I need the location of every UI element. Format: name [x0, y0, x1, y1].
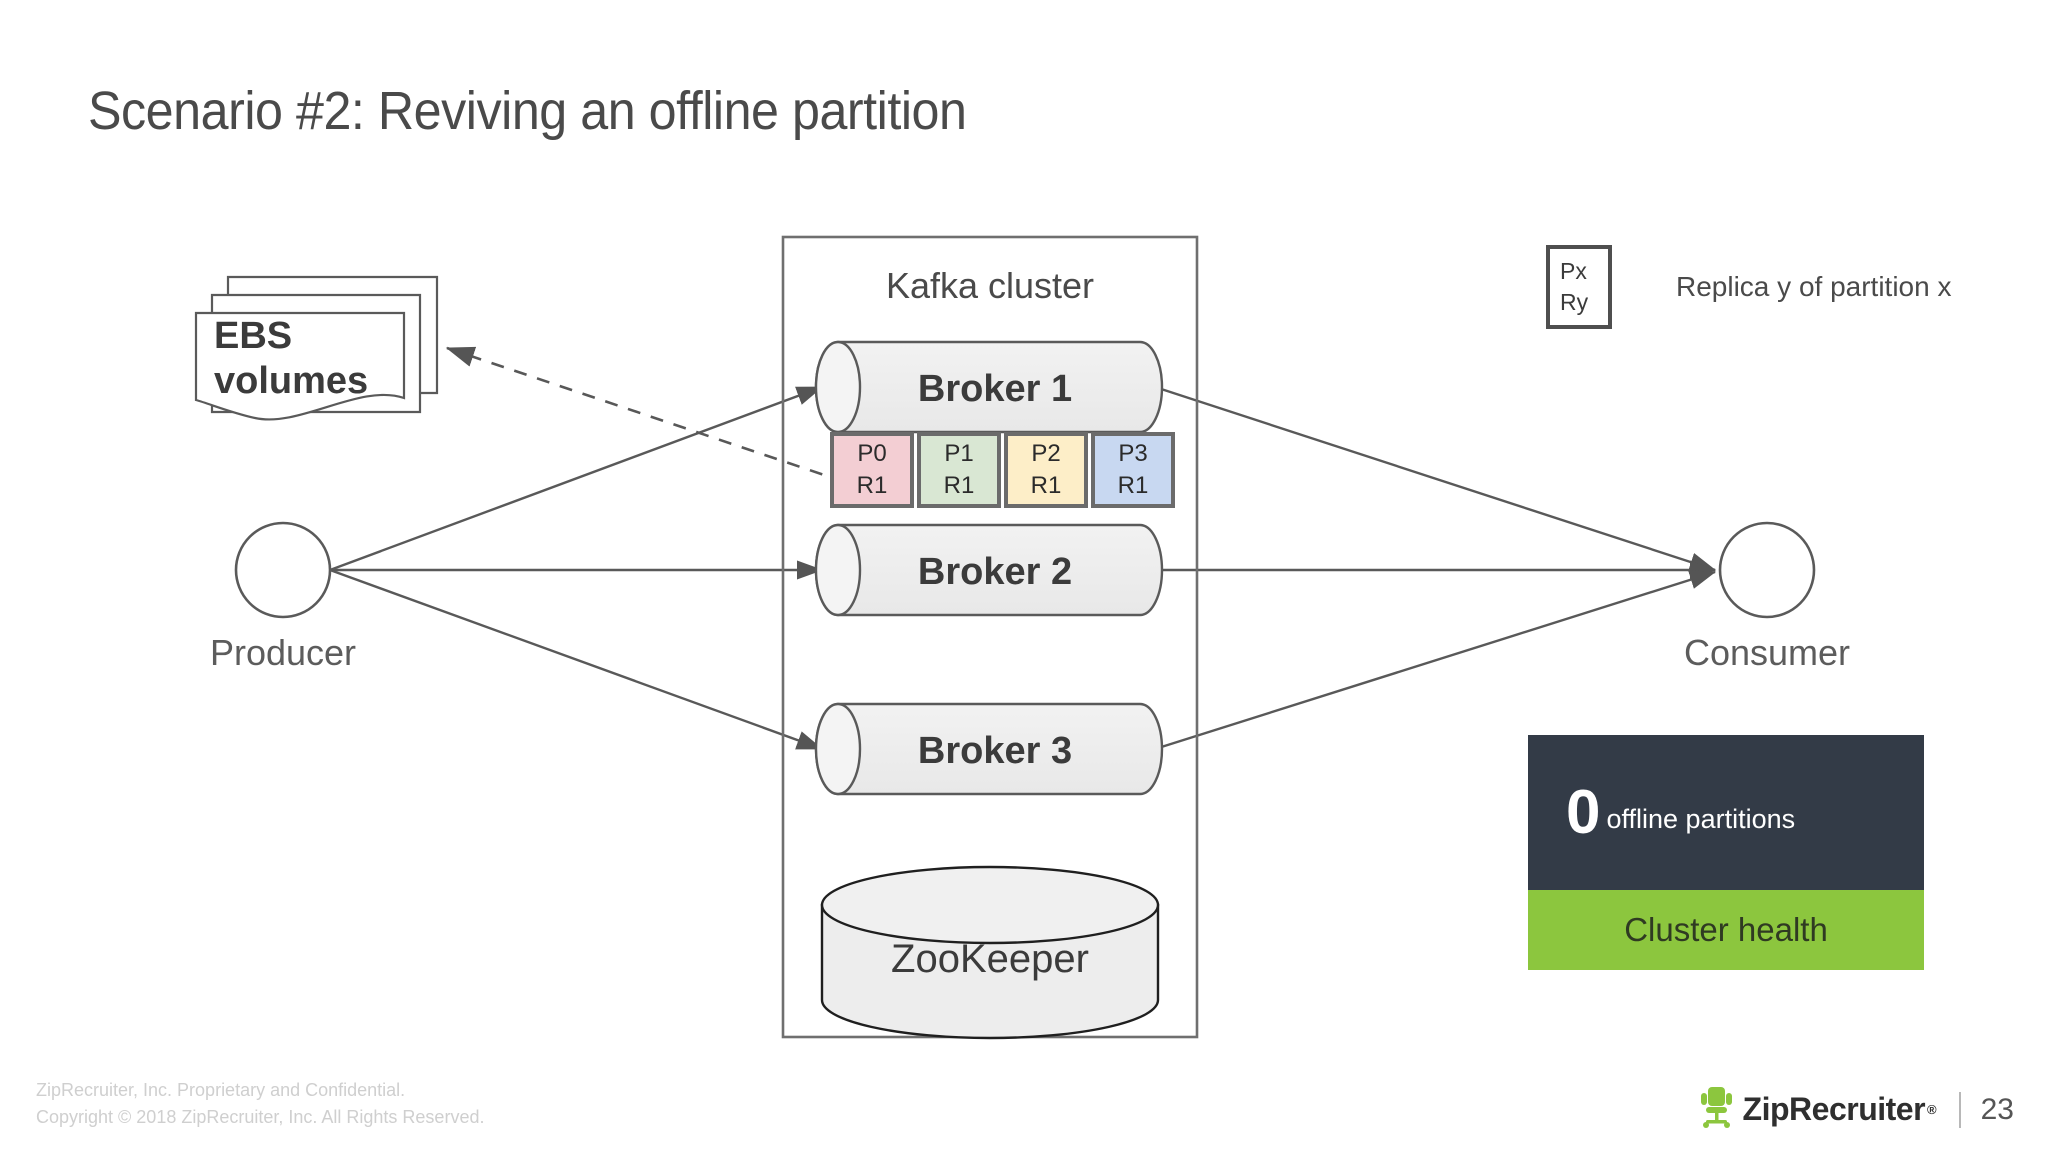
broker-1[interactable]: Broker 1	[814, 340, 1164, 434]
cluster-health-status-band: Cluster health	[1528, 890, 1924, 970]
partition-box-p2-partition: P2	[1031, 440, 1060, 467]
ziprecruiter-wordmark: ZipRecruiter	[1742, 1091, 1926, 1127]
zookeeper-label: ZooKeeper	[891, 937, 1089, 981]
ebs-label-line1: EBS	[214, 315, 292, 357]
connector-producer-to-broker1	[329, 385, 824, 572]
legend-swatch-box: Px Ry	[1546, 245, 1612, 329]
producer-label: Producer	[210, 632, 356, 673]
broker-1-label: Broker 1	[918, 368, 1072, 410]
broker-3[interactable]: Broker 3	[814, 702, 1164, 796]
partition-box-p1[interactable]: P1 R1	[917, 432, 1001, 508]
connector-broker3-to-consumer	[1154, 570, 1717, 751]
brand-divider	[1958, 1091, 1961, 1128]
partition-box-p2[interactable]: P2 R1	[1004, 432, 1088, 508]
partition-box-p3[interactable]: P3 R1	[1091, 432, 1175, 508]
ebs-label-line2: volumes	[214, 360, 368, 402]
broker-2[interactable]: Broker 2	[814, 523, 1164, 617]
page-title: Scenario #2: Reviving an offline partiti…	[88, 81, 967, 141]
connector-partition-to-ebs-dashed	[445, 346, 846, 484]
consumer-label: Consumer	[1684, 632, 1850, 673]
footer-legal-line-1: ZipRecruiter, Inc. Proprietary and Confi…	[36, 1080, 406, 1100]
legend-box-line2: Ry	[1560, 289, 1589, 315]
connector-broker1-to-consumer	[1154, 385, 1717, 572]
partition-box-p3-replica: R1	[1118, 472, 1149, 499]
connector-producer-to-broker3	[329, 568, 824, 751]
page-number: 23	[1980, 1092, 2014, 1126]
ebs-volumes-shape	[194, 275, 439, 421]
consumer-node[interactable]	[1718, 521, 1816, 619]
footer-legal-line-2: Copyright © 2018 ZipRecruiter, Inc. All …	[36, 1107, 485, 1127]
legend: Px Ry Replica y of partition x	[1546, 245, 1951, 329]
partition-box-p1-partition: P1	[944, 440, 973, 467]
footer-brand: ZipRecruiter ® 23	[1697, 1085, 2014, 1134]
broker-3-label: Broker 3	[918, 730, 1072, 772]
partition-box-p2-replica: R1	[1031, 472, 1062, 499]
registered-trademark-symbol: ®	[1927, 1102, 1937, 1117]
offline-partitions-metric: 0 offline partitions	[1528, 735, 1924, 890]
partition-box-p0-partition: P0	[857, 440, 886, 467]
ziprecruiter-chair-logo-icon	[1697, 1085, 1737, 1134]
legend-description: Replica y of partition x	[1676, 271, 1952, 302]
legend-box-line1: Px	[1560, 257, 1587, 284]
cluster-health-label: Cluster health	[1624, 911, 1828, 948]
footer-legal-text: ZipRecruiter, Inc. Proprietary and Confi…	[36, 1077, 484, 1131]
offline-partitions-label: offline partitions	[1606, 804, 1796, 834]
partition-box-p0-replica: R1	[857, 472, 888, 499]
offline-partitions-count: 0	[1566, 777, 1600, 847]
partition-box-p1-replica: R1	[944, 472, 975, 499]
kafka-cluster-title: Kafka cluster	[886, 265, 1094, 306]
broker-2-label: Broker 2	[918, 551, 1072, 593]
partition-box-p0[interactable]: P0 R1	[830, 432, 914, 508]
zookeeper-node[interactable]: ZooKeeper	[820, 865, 1160, 1040]
partition-box-p3-partition: P3	[1118, 440, 1147, 467]
producer-node[interactable]	[234, 521, 332, 619]
cluster-health-card: 0 offline partitions Cluster health	[1528, 735, 1924, 970]
